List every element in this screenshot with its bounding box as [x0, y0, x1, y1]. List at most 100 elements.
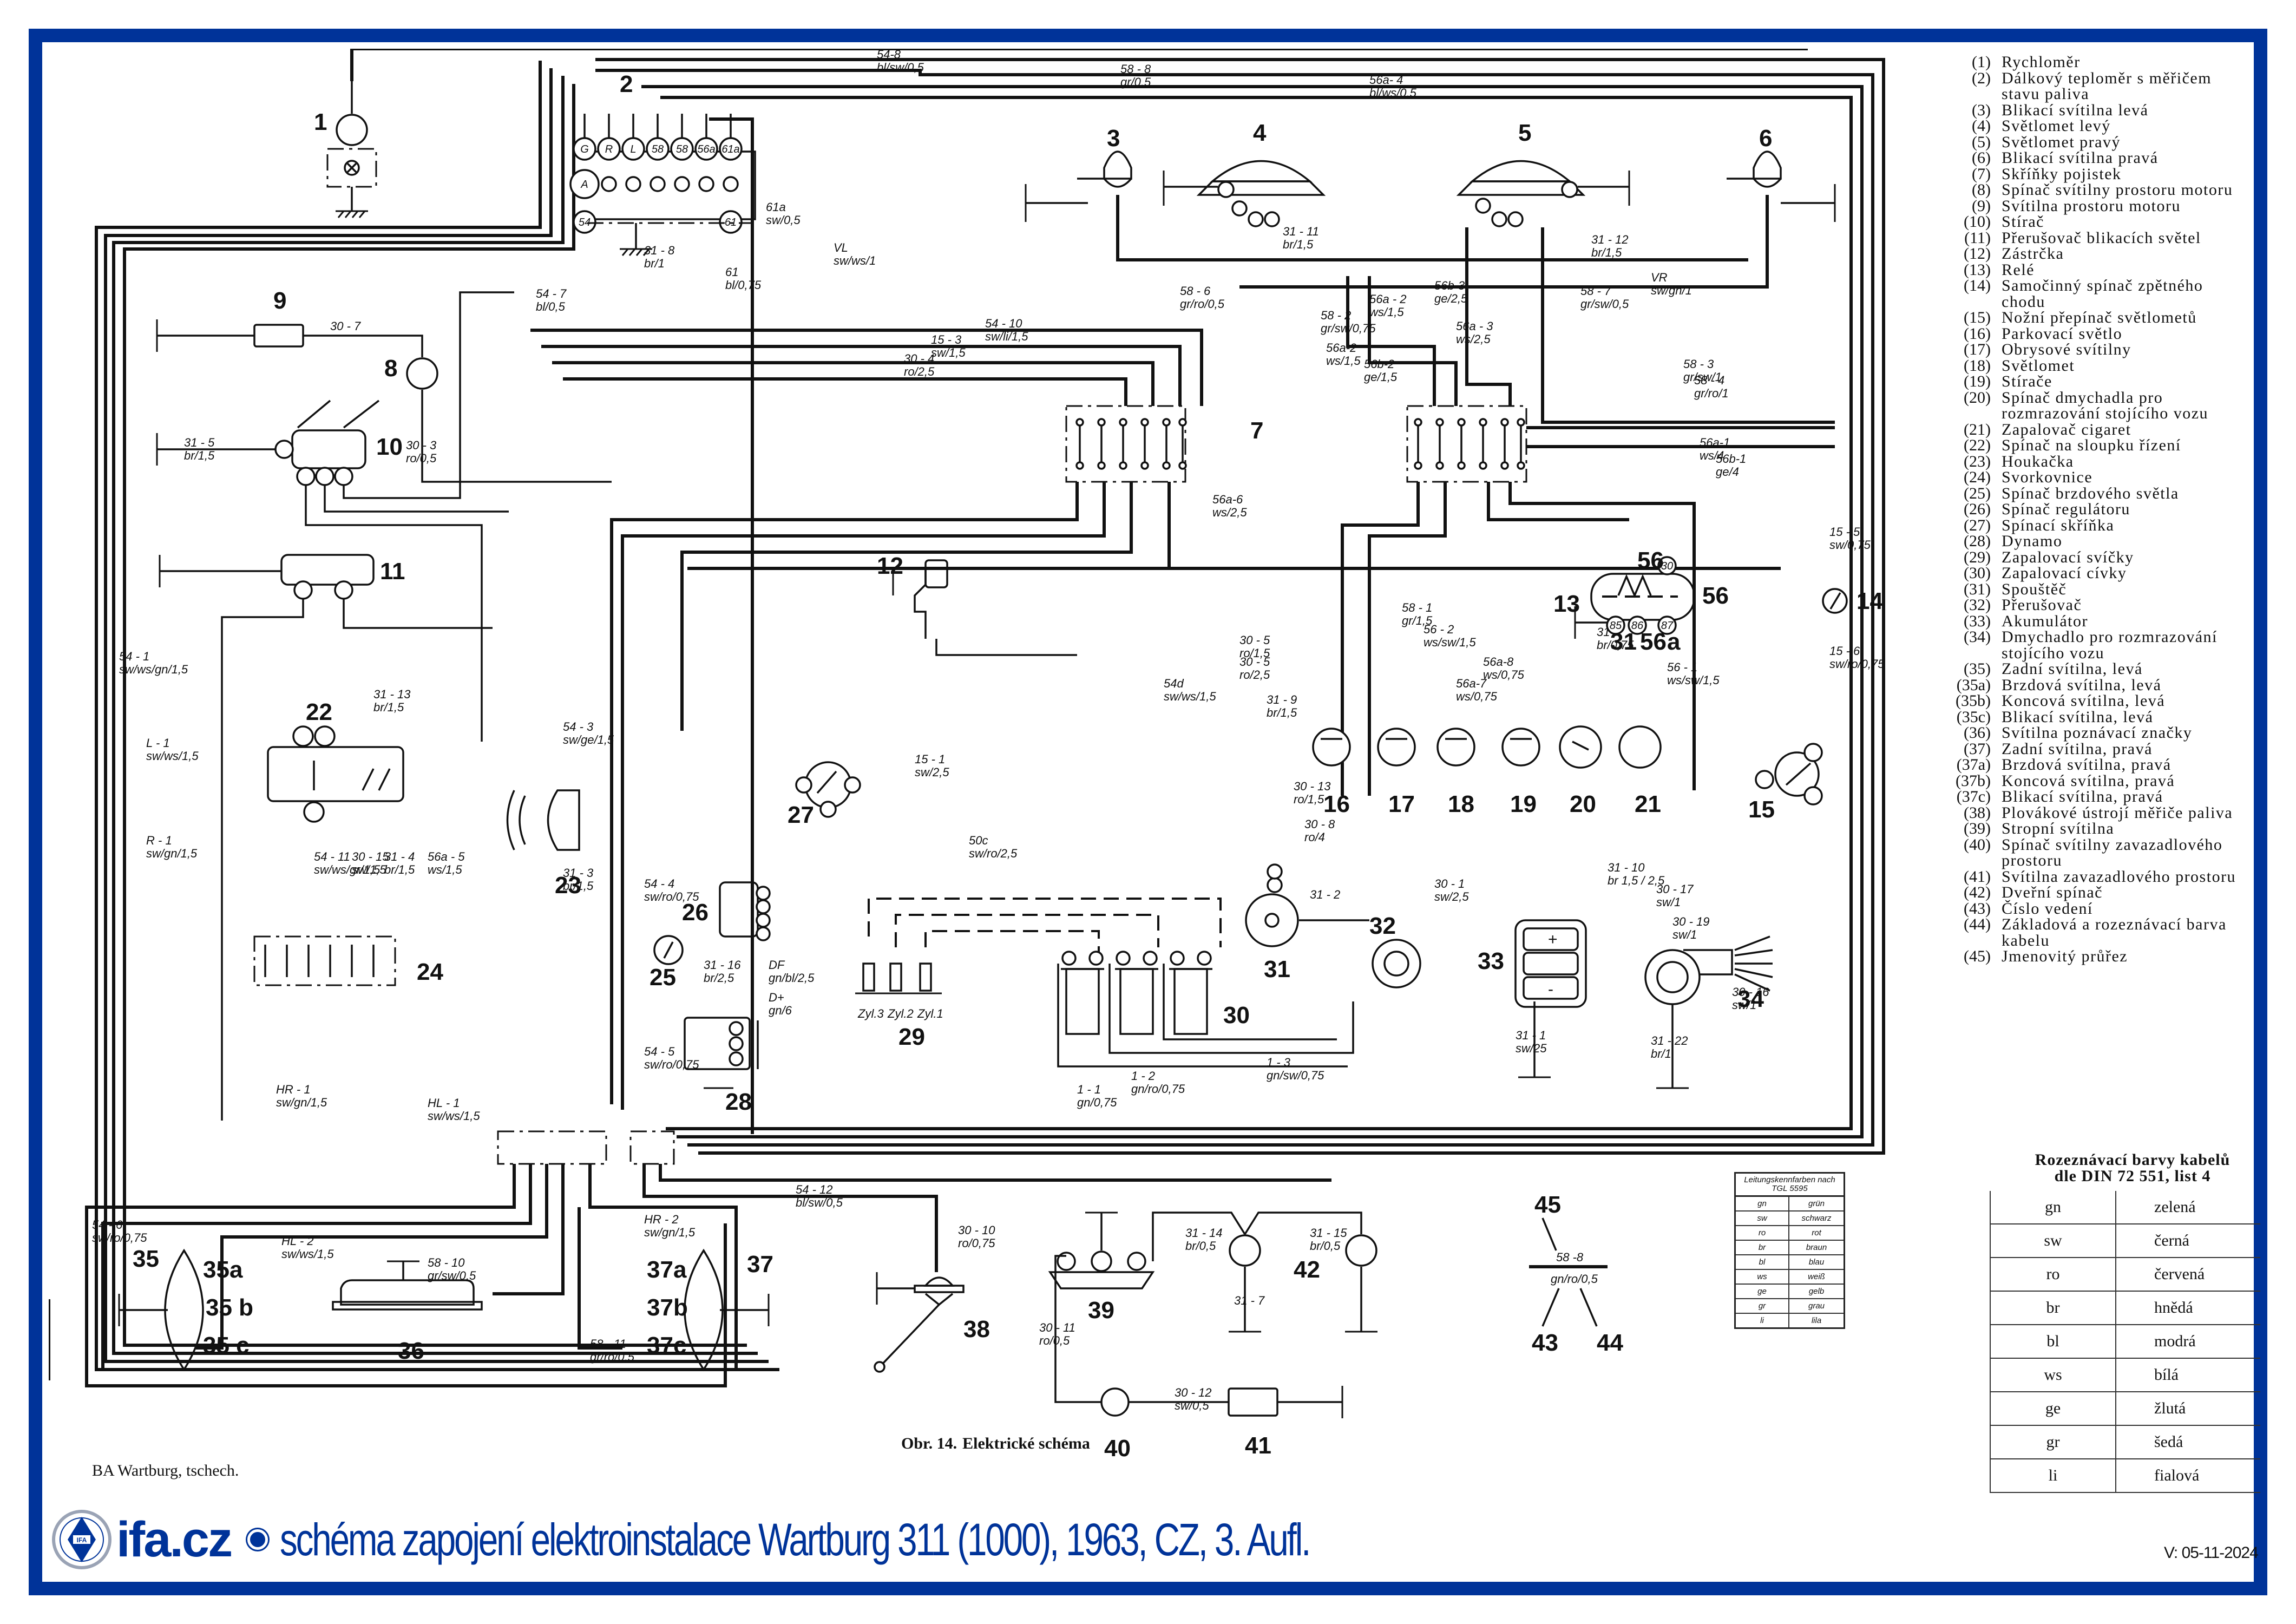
color-code-de: ro [1735, 1226, 1789, 1241]
component-11-flasher-unit: 11 [159, 554, 493, 1121]
wire-label: 31 - 4br/1,5 [384, 850, 415, 876]
wire-spec: bl/sw/0,5 [877, 61, 924, 74]
wire-label: 56a - 3ws/2,5 [1456, 319, 1493, 346]
label-ref-43: 43 [1532, 1330, 1558, 1356]
relay-terminal-label: a [1667, 628, 1681, 655]
rear-connector [497, 1130, 675, 1165]
legend-item-number: (8) [1972, 181, 1991, 199]
cable-color-title: Rozeznávací barvy kabelů dle DIN 72 551,… [1992, 1152, 2273, 1184]
wire-number: DF [769, 958, 785, 972]
source-note: BA Wartburg, tschech. [92, 1462, 239, 1479]
wire-number: D+ [769, 991, 784, 1004]
label-component-2: 2 [620, 71, 633, 97]
wire-label: 58 - 3gr/sw/1 [1683, 357, 1722, 384]
de-table-title: Leitungskennfarben nach TGL 5595 [1735, 1173, 1845, 1197]
legend-item: (38)Plovákové ústrojí měřiče paliva [1949, 804, 2252, 821]
label-component-42: 42 [1294, 1256, 1320, 1283]
component-9-engine-lamp: 9 [156, 287, 423, 357]
brand-name[interactable]: ifa.cz [116, 1511, 233, 1567]
legend-item: (19)Stírače [1949, 374, 2252, 390]
color-name-de: blau [1789, 1255, 1845, 1270]
wire-spec: ro/1,5 [1239, 646, 1270, 660]
label-component-27: 27 [788, 802, 814, 828]
wire-spec: ge/2,5 [1434, 292, 1468, 305]
color-code: li [1990, 1459, 2116, 1493]
wire-label: 31 - 9br/1,5 [1267, 693, 1297, 719]
wire-number: 58 - 2 [1321, 309, 1351, 322]
legend-item: (29)Zapalovací svíčky [1949, 549, 2252, 566]
component-28-dynamo: 28 [684, 1017, 759, 1115]
wire-label: 58 - 6gr/ro/0,5 [1180, 284, 1225, 311]
wire-spec: sw/2,5 [915, 765, 949, 779]
label-component-5: 5 [1518, 120, 1531, 146]
wire-spec: sw/ro/0,75 [92, 1231, 147, 1245]
wire-spec: sw/ro/0,75 [644, 1058, 699, 1071]
wire-spec: ro/2,5 [904, 365, 935, 378]
wire-label: 15 - 3sw/1,5 [931, 333, 966, 359]
wire-spec: br/1,5 [1283, 238, 1314, 251]
wire-spec: br/0,5 [1185, 1239, 1216, 1253]
wire-number: 30 - 13 [1294, 780, 1331, 793]
wire-number: 1 - 1 [1077, 1083, 1101, 1096]
label-component-8: 8 [384, 355, 397, 382]
color-name: modrá [2116, 1325, 2260, 1359]
label-component-28: 28 [725, 1089, 752, 1115]
label-component-7: 7 [1250, 417, 1263, 444]
wire-number: R - 1 [146, 834, 172, 847]
component-25-brake-switch: 25 [650, 935, 684, 991]
wire-label: 58 - 8gr/0,5 [1120, 62, 1151, 89]
legend-item-text: Svítilna prostoru motoru [2002, 197, 2181, 215]
wire-spec: gn/ro/0,75 [1131, 1082, 1185, 1096]
wire-spec: br 1,5 / 2,5 [1608, 874, 1665, 887]
wire-label: 54 - 4sw/ro/0,75 [644, 877, 699, 903]
wire-number: 58 - 4 [1694, 374, 1724, 387]
wire-label: HR - 2sw/gn/1,5 [644, 1213, 696, 1239]
legend-item: (41)Svítilna zavazadlového prostoru [1949, 868, 2252, 885]
relay-terminal-label: 56 [1637, 547, 1664, 574]
gauge-pin-label: L [630, 143, 636, 155]
wire-spec: br/2,5 [704, 971, 734, 985]
wire-number: 54 - 10 [985, 317, 1022, 330]
wire-spec: ge/1,5 [1364, 370, 1398, 384]
legend-item-text: Samočinný spínač zpětného chodu [2002, 277, 2203, 311]
wire-spec: gn/0,75 [1077, 1096, 1117, 1109]
label-component-17: 17 [1388, 791, 1415, 817]
wire-spec: sw/ws/gr/1,5 [314, 863, 381, 876]
wire-label: 30 - 8ro/4 [1304, 817, 1335, 844]
wire-spec: br/1 [644, 257, 665, 270]
components-16-21-switches: 16 17 18 19 20 21 [1312, 725, 1662, 817]
legend-item-text: Zapalovací svíčky [2002, 548, 2134, 566]
logo-center-text: IFA [77, 1536, 87, 1544]
component-5-headlight-right: 5 [1456, 120, 1630, 227]
wire-label: 56a-2ws/1,5 [1326, 341, 1361, 368]
legend-item-number: (19) [1964, 372, 1991, 390]
wire-spec: sw/gn/1 [1651, 284, 1692, 297]
legend-item-number: (11) [1964, 228, 1991, 247]
legend-item-number: (24) [1964, 468, 1991, 486]
legend-item-text: Blikací svítilna, pravá [2002, 788, 2163, 806]
legend-item-number: (37) [1964, 739, 1991, 758]
color-code-de: bl [1735, 1255, 1789, 1270]
legend-item: (30)Zapalovací cívky [1949, 565, 2252, 581]
relay-pin [1606, 615, 1625, 635]
color-name-de: lila [1789, 1313, 1845, 1329]
legend-item: (13)Relé [1949, 261, 2252, 278]
component-42-door-switches: 42 [1152, 1212, 1377, 1333]
wire-number: 30 - 5 [1239, 655, 1270, 669]
legend-item-text: Spínač na sloupku řízení [2002, 436, 2181, 454]
wire-label: 31 - 5br/1,5 [184, 436, 215, 462]
legend-item-number: (39) [1964, 820, 1991, 837]
legend-item-number: (9) [1972, 197, 1991, 215]
legend-item-number: (25) [1964, 484, 1991, 502]
wire-label: 56a-1ws/4 [1700, 436, 1730, 462]
wire-label: HL - 1sw/ws/1,5 [428, 1096, 480, 1123]
gauge-pin-label: 54 [579, 217, 591, 228]
